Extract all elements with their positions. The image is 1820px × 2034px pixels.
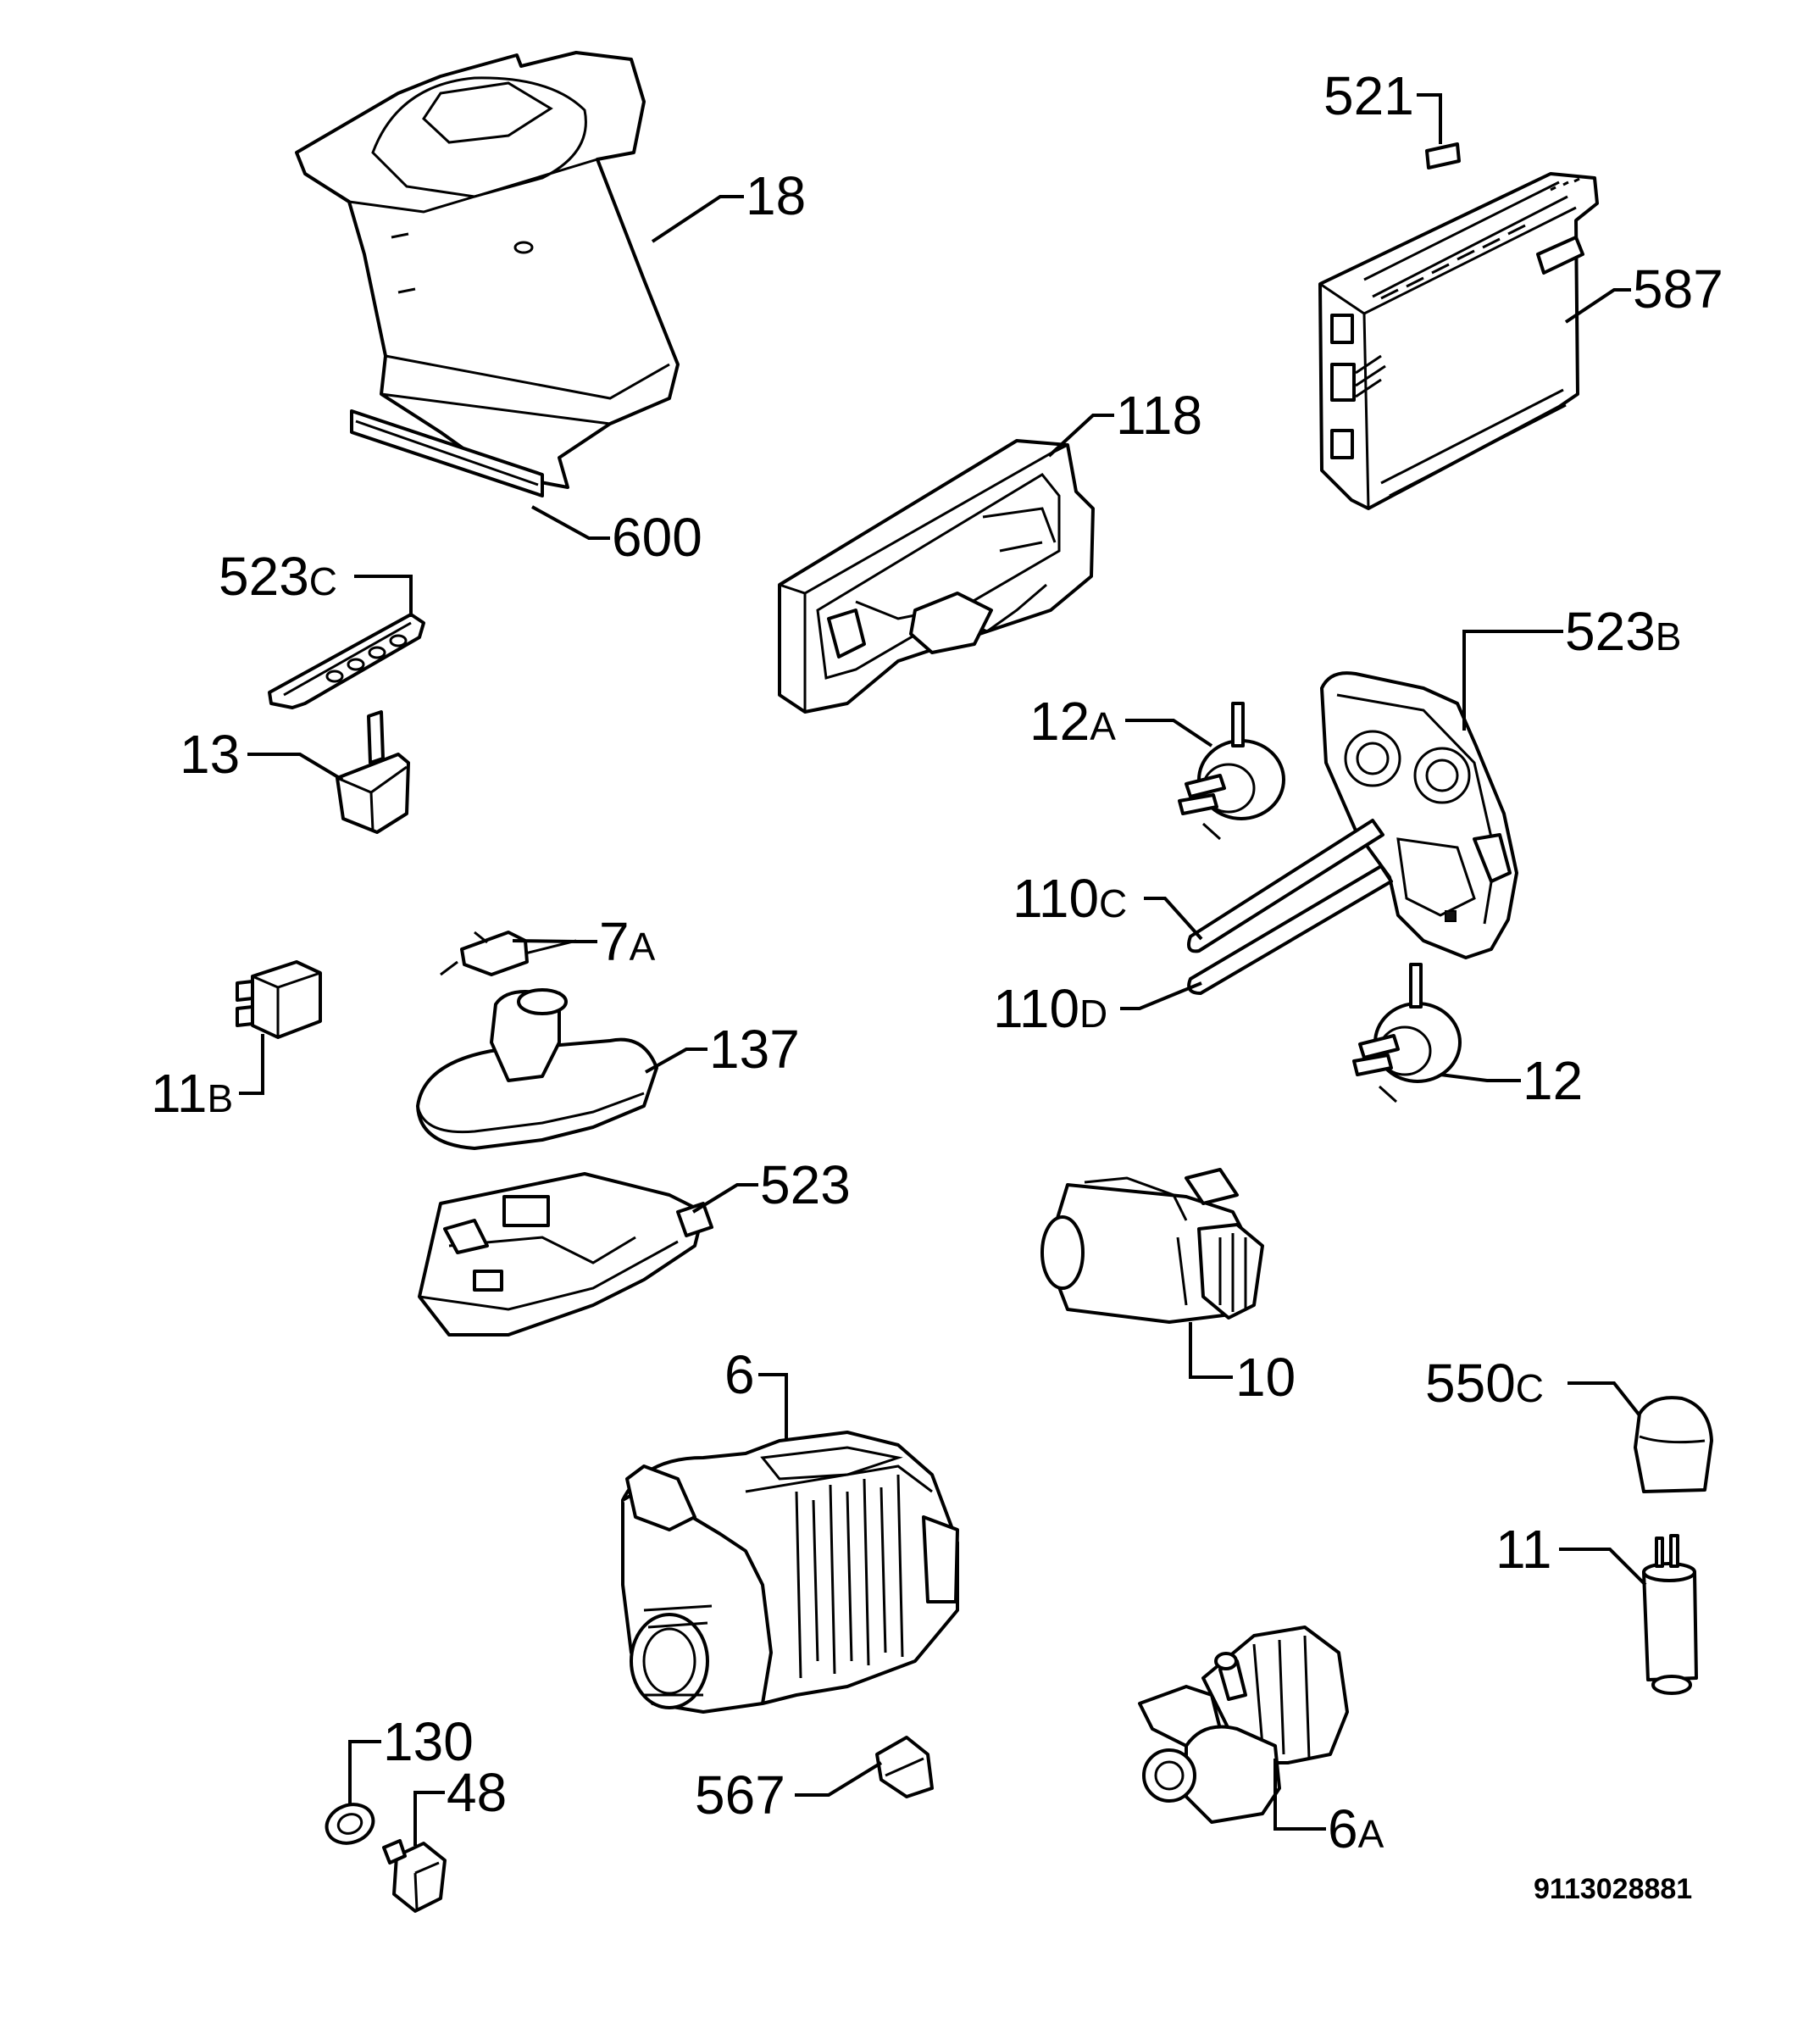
leader-523c: [354, 575, 413, 617]
part-12a-pressure-switch: [1178, 702, 1285, 841]
label-7a: 7A: [599, 911, 656, 972]
leader-118: [1047, 414, 1114, 458]
part-110d-hose: [1187, 864, 1393, 995]
part-118-dispenser: [778, 439, 1095, 714]
leader-11: [1559, 1548, 1647, 1587]
label-18: 18: [746, 165, 806, 226]
leader-13: [247, 753, 344, 781]
part-18-air-duct: [295, 51, 680, 497]
leader-110c: [1144, 897, 1203, 941]
label-118: 118: [1116, 385, 1202, 446]
label-110d: 110D: [993, 978, 1107, 1039]
label-567: 567: [695, 1764, 785, 1826]
part-7a-clip: [440, 931, 577, 976]
part-10-heater: [1040, 1168, 1264, 1324]
part-6a-drain-pump: [1138, 1626, 1349, 1824]
part-550c-cap: [1634, 1396, 1713, 1493]
leader-18: [651, 195, 744, 243]
part-521-clip: [1425, 142, 1461, 170]
part-6-pump: [621, 1431, 959, 1714]
part-11-capacitor: [1642, 1534, 1698, 1695]
part-523b-manifold: [1320, 671, 1518, 959]
label-12a: 12A: [1029, 691, 1116, 752]
label-523: 523: [760, 1154, 851, 1215]
leader-110d: [1120, 981, 1202, 1010]
leader-523: [691, 1183, 758, 1214]
label-523c: 523C: [219, 546, 337, 607]
label-13: 13: [180, 724, 240, 785]
part-11b-relay: [236, 960, 322, 1039]
leader-12a: [1125, 719, 1213, 747]
leader-6: [758, 1373, 788, 1441]
label-6: 6: [724, 1344, 755, 1405]
leader-11b: [239, 1034, 264, 1095]
label-48: 48: [447, 1762, 507, 1823]
label-521: 521: [1323, 65, 1414, 126]
part-587-control-module: [1318, 172, 1599, 510]
label-6a: 6A: [1328, 1798, 1384, 1859]
label-12: 12: [1523, 1050, 1583, 1111]
leader-48: [413, 1791, 445, 1846]
leader-10: [1189, 1322, 1233, 1379]
callout-labels: 18 600 118 521 587 523C 13 523B 12A 110C…: [151, 65, 1723, 1905]
leader-587: [1564, 288, 1631, 324]
label-11: 11: [1495, 1519, 1551, 1580]
label-600: 600: [612, 507, 702, 568]
leader-7a: [512, 939, 597, 943]
leader-137: [645, 1048, 707, 1074]
leader-567: [795, 1761, 883, 1797]
part-130-ring: [325, 1803, 375, 1845]
leader-523b: [1462, 630, 1563, 731]
part-523c-bracket: [268, 613, 425, 709]
leader-550c: [1568, 1381, 1641, 1417]
label-10: 10: [1235, 1347, 1296, 1408]
label-110c: 110C: [1013, 868, 1127, 929]
diagram-code: 9113028881: [1534, 1873, 1692, 1905]
label-550c: 550C: [1425, 1353, 1544, 1414]
leader-130: [348, 1740, 381, 1805]
label-523b: 523B: [1565, 601, 1681, 662]
leader-6a: [1273, 1759, 1326, 1831]
leader-lines: [239, 93, 1647, 1846]
label-587: 587: [1633, 258, 1723, 320]
part-110c-hose: [1187, 819, 1384, 953]
part-12-pressure-switch: [1352, 963, 1462, 1103]
part-13-switch: [336, 710, 410, 834]
leader-12: [1440, 1073, 1521, 1082]
part-48-plug: [382, 1839, 447, 1913]
leader-521: [1417, 93, 1442, 144]
part-137-cover: [416, 988, 658, 1150]
part-567-clip: [875, 1736, 934, 1798]
part-523-base: [418, 1172, 713, 1337]
label-137: 137: [709, 1019, 800, 1080]
label-11b: 11B: [151, 1063, 233, 1124]
label-130: 130: [383, 1711, 474, 1772]
leader-600: [531, 505, 610, 540]
